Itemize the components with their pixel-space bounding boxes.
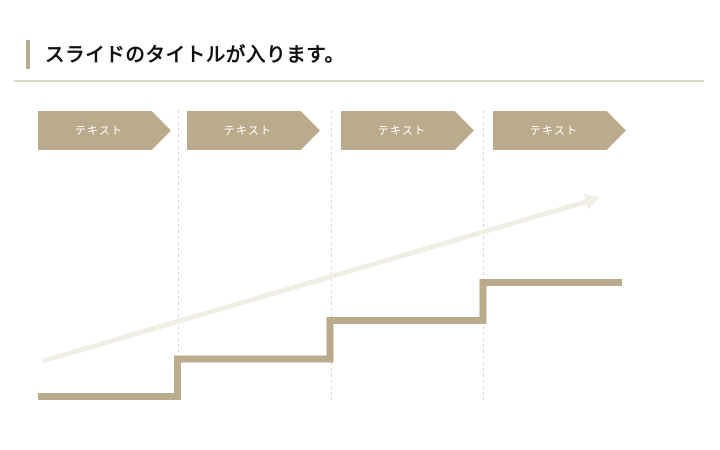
step-label-4: テキスト	[529, 124, 579, 137]
rising-arrow-icon	[42, 193, 600, 364]
step-label-3: テキスト	[377, 124, 427, 137]
title-accent-bar	[26, 40, 30, 69]
title-divider	[14, 80, 704, 82]
step-label-2: テキスト	[223, 124, 273, 137]
step-chevron-1: テキスト	[38, 111, 171, 150]
step-chevron-2: テキスト	[187, 111, 320, 150]
staircase-line	[38, 279, 622, 400]
step-chevron-3: テキスト	[341, 111, 474, 150]
step-label-1: テキスト	[74, 124, 124, 137]
slide-title: スライドのタイトルが入ります。	[45, 43, 345, 66]
step-chevron-4: テキスト	[493, 111, 626, 150]
